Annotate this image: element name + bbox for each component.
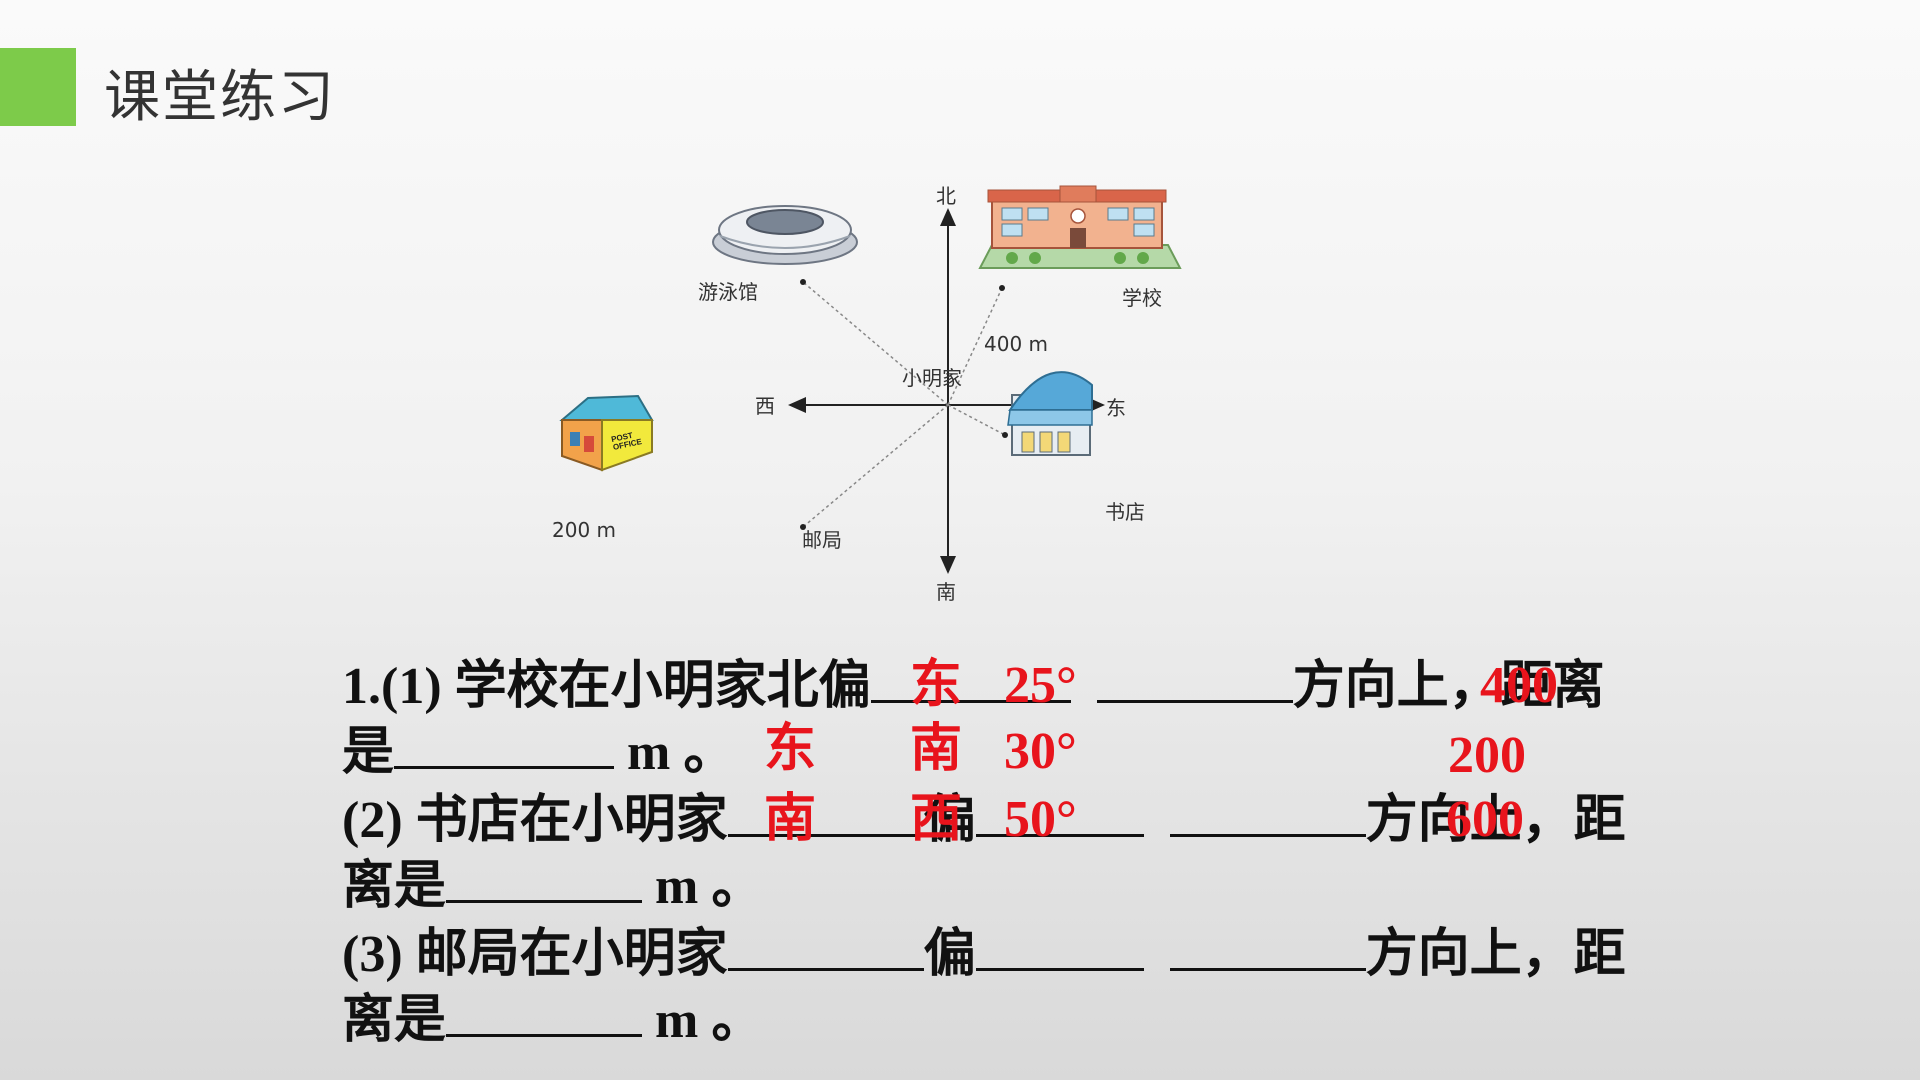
q3-text-b: 偏	[923, 926, 976, 983]
q3-blank-distance[interactable]	[446, 990, 643, 1037]
direction-map: 北 南 东 西 小明家 游泳馆 学校 书店 邮局 400 m 200 m POS…	[540, 180, 1190, 610]
answer-2-direction-1: 东	[764, 721, 817, 778]
q2-blank-angle[interactable]	[1169, 790, 1366, 837]
ray-post	[802, 404, 949, 528]
q2-blank-distance[interactable]	[446, 856, 643, 903]
south-label: 南	[936, 580, 956, 604]
answer-1-angle: 25°	[1004, 657, 1077, 714]
school-label: 学校	[1122, 286, 1162, 310]
question-3-line-2: 离是 m 。	[342, 990, 763, 1051]
q1-text-a: 1.(1) 学校在小明家北偏	[342, 658, 871, 715]
post-office-label: 邮局	[802, 528, 842, 552]
q1-blank-direction[interactable]	[870, 656, 1071, 703]
answer-2-angle: 30°	[1004, 723, 1077, 780]
question-1-line-1: 1.(1) 学校在小明家北偏 方向上，距离	[342, 656, 1605, 717]
q2-text-d: 离是	[342, 858, 447, 915]
answer-3-distance: 600	[1446, 791, 1524, 848]
answer-2-direction-2: 南	[910, 721, 963, 778]
ray-pool	[802, 281, 949, 406]
answer-1-direction: 东	[910, 657, 963, 714]
q2-text-e: m 。	[655, 858, 764, 915]
question-2-line-1: (2) 书店在小明家 偏 方向上，距	[342, 790, 1626, 851]
scale-label: 200 m	[552, 518, 617, 542]
q1-blank-angle[interactable]	[1096, 656, 1293, 703]
slide-title: 课堂练习	[104, 65, 336, 130]
answer-3-direction-1: 南	[764, 791, 817, 848]
swimming-pool-icon	[712, 205, 858, 265]
east-label: 东	[1106, 396, 1126, 420]
bookstore-icon	[1007, 371, 1093, 456]
answer-3-angle: 50°	[1004, 791, 1077, 848]
answer-1-distance: 400	[1480, 657, 1558, 714]
question-2-line-2: 离是 m 。	[342, 856, 763, 917]
q1-blank-distance[interactable]	[394, 722, 615, 769]
question-3-line-1: (3) 邮局在小明家 偏 方向上，距	[342, 924, 1626, 985]
post-office-icon	[559, 394, 654, 472]
center-home-label: 小明家	[902, 366, 962, 390]
q1-text-b: 方向上，距离	[1292, 658, 1605, 715]
answer-2-distance: 200	[1448, 727, 1526, 784]
ray-bookstore	[947, 404, 1006, 436]
school-icon	[978, 185, 1182, 269]
answer-3-direction-2: 西	[910, 791, 963, 848]
q2-blank-dir1[interactable]	[727, 790, 924, 837]
q2-blank-dir2[interactable]	[975, 790, 1144, 837]
distance-400-label: 400 m	[984, 332, 1049, 356]
q3-blank-dir2[interactable]	[975, 924, 1144, 971]
west-label: 西	[755, 394, 775, 418]
north-label: 北	[936, 184, 956, 208]
title-accent-bar	[0, 48, 76, 126]
q3-text-c: 方向上，距	[1365, 926, 1626, 983]
q1-text-c: 是	[342, 724, 395, 781]
q3-blank-dir1[interactable]	[727, 924, 924, 971]
pool-label: 游泳馆	[698, 280, 758, 304]
map-drawing	[559, 185, 1182, 574]
q3-text-d: 离是	[342, 992, 447, 1049]
q3-text-a: (3) 邮局在小明家	[342, 926, 728, 983]
q3-text-e: m 。	[655, 992, 764, 1049]
question-1-line-2: 是 m 。	[342, 722, 735, 783]
q1-text-d: m 。	[627, 724, 736, 781]
q2-text-b: 偏	[923, 792, 976, 849]
q2-text-a: (2) 书店在小明家	[342, 792, 728, 849]
q2-text-c: 方向上，距	[1365, 792, 1626, 849]
q3-blank-angle[interactable]	[1169, 924, 1366, 971]
bookstore-label: 书店	[1105, 500, 1145, 524]
